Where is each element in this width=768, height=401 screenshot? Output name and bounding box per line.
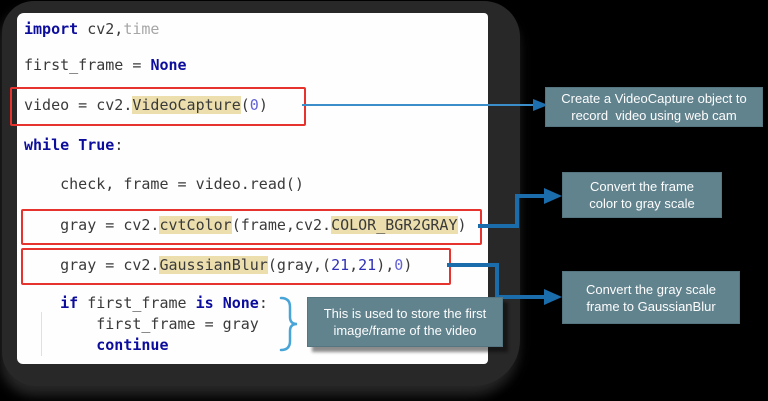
highlighted-token: VideoCapture	[132, 96, 241, 114]
code-token: (frame,cv2.	[231, 216, 332, 234]
code-token: )	[403, 256, 413, 274]
code-token	[69, 136, 78, 154]
code-token: 21	[358, 256, 377, 274]
code-line: check, frame = video.read()	[24, 174, 304, 195]
code-token: )	[258, 96, 268, 114]
code-token: None	[222, 294, 259, 312]
code-token: (	[240, 96, 250, 114]
highlight-box-videocapture-line	[10, 87, 306, 126]
code-line: first_frame = gray	[24, 314, 259, 335]
code-token: first_frame = gray	[24, 315, 259, 333]
code-token: gray = cv2.	[24, 256, 160, 274]
code-token	[24, 336, 96, 354]
code-token: continue	[96, 336, 169, 354]
code-token: (gray,(	[267, 256, 332, 274]
code-token: if	[60, 294, 79, 312]
indent-guide-line	[41, 312, 42, 356]
code-token: 0	[394, 256, 404, 274]
code-token: cv2,	[78, 20, 124, 38]
code-token: time	[123, 20, 160, 38]
code-token: 21	[331, 256, 350, 274]
code-line: gray = cv2.GaussianBlur(gray,(21,21),0)	[24, 255, 412, 276]
highlighted-token: COLOR_BGR2GRAY	[331, 216, 458, 234]
callout-videocapture: Create a VideoCapture object to record v…	[545, 87, 763, 127]
code-token: ),	[376, 256, 395, 274]
highlight-box-gaussianblur-line	[21, 248, 451, 285]
code-token: gray = cv2.	[24, 216, 160, 234]
highlighted-token: cvtColor	[159, 216, 232, 234]
highlight-box-cvtcolor-line	[21, 209, 482, 245]
code-line: continue	[24, 335, 169, 356]
code-token: 0	[249, 96, 259, 114]
code-token: ,	[349, 256, 359, 274]
code-line: gray = cv2.cvtColor(frame,cv2.COLOR_BGR2…	[24, 215, 467, 236]
highlighted-token: GaussianBlur	[159, 256, 268, 274]
code-line: if first_frame is None:	[24, 293, 268, 314]
code-token: import	[24, 20, 79, 38]
code-token: True	[78, 136, 115, 154]
code-line: while True:	[24, 135, 123, 156]
code-token: :	[258, 294, 268, 312]
code-token: while	[24, 136, 70, 154]
code-token: )	[457, 216, 467, 234]
code-token	[24, 294, 60, 312]
code-line: import cv2,time	[24, 19, 159, 40]
code-line: first_frame = None	[24, 55, 187, 76]
callout-gaussianblur: Convert the gray scale frame to Gaussian…	[562, 271, 740, 324]
code-token	[214, 294, 223, 312]
code-line: video = cv2.VideoCapture(0)	[24, 95, 268, 116]
callout-cvtcolor: Convert the frame color to gray scale	[562, 172, 722, 218]
code-token: is	[195, 294, 214, 312]
code-token: first_frame =	[24, 56, 151, 74]
code-token: video = cv2.	[24, 96, 133, 114]
code-token: :	[114, 136, 124, 154]
code-token: check, frame = video.read()	[24, 175, 304, 193]
code-token: None	[150, 56, 187, 74]
code-token: first_frame	[78, 294, 196, 312]
callout-first-frame: This is used to store the first image/fr…	[307, 297, 503, 347]
